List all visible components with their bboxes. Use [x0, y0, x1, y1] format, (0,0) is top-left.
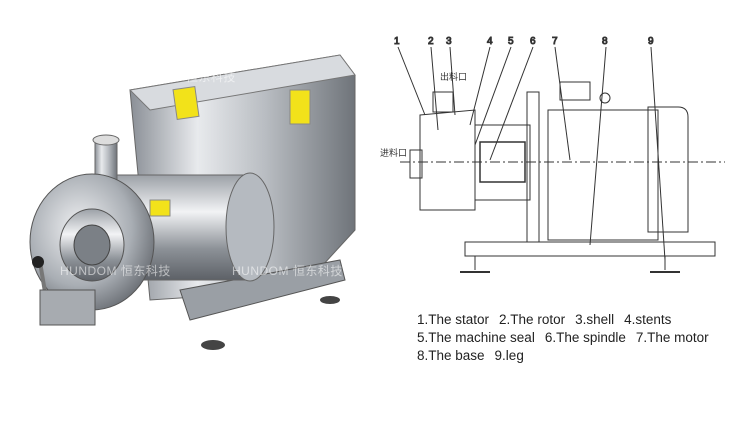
pump-photo: HUNDOM 恒东科技 HUNDOM 恒东科技 HUNDOM 恒东科技	[29, 54, 356, 350]
part-number-2: 2	[428, 36, 434, 47]
part-number-7: 7	[552, 36, 558, 47]
pump-cross-section-diagram: 1 2 3 4 5 6 7 8 9 出料口 进料	[380, 30, 740, 300]
part-number-5: 5	[508, 36, 514, 47]
legend-line-1: 1.The stator 2.The rotor 3.shell 4.stents	[417, 311, 719, 329]
parts-legend: 1.The stator 2.The rotor 3.shell 4.stents 5…	[417, 311, 719, 365]
legend-item: 8.The base	[417, 348, 485, 363]
inlet-label: 进料口	[380, 147, 407, 158]
legend-item: 1.The stator	[417, 312, 490, 327]
watermark: HUNDOM 恒东科技	[232, 264, 343, 278]
legend-item: 9.leg	[494, 348, 524, 363]
part-number-4: 4	[487, 36, 493, 47]
part-number-1: 1	[394, 36, 400, 47]
legend-item: 5.The machine seal	[417, 330, 535, 345]
legend-item: 4.stents	[624, 312, 672, 327]
watermark: HUNDOM 恒东科技	[125, 70, 236, 84]
legend-item: 3.shell	[575, 312, 615, 327]
legend-item: 6.The spindle	[544, 330, 626, 345]
part-number-9: 9	[648, 36, 654, 47]
part-number-labels: 1 2 3 4 5 6 7 8 9	[394, 36, 655, 48]
outlet-label: 出料口	[440, 71, 467, 82]
legend-item: 7.The motor	[635, 330, 709, 345]
watermark: HUNDOM 恒东科技	[60, 264, 171, 278]
legend-item: 2.The rotor	[499, 312, 566, 327]
legend-line-3: 8.The base 9.leg	[417, 347, 719, 365]
legend-line-2: 5.The machine seal 6.The spindle 7.The mot…	[417, 329, 719, 347]
part-number-8: 8	[602, 36, 608, 47]
part-number-6: 6	[530, 36, 536, 47]
part-number-3: 3	[446, 36, 452, 47]
